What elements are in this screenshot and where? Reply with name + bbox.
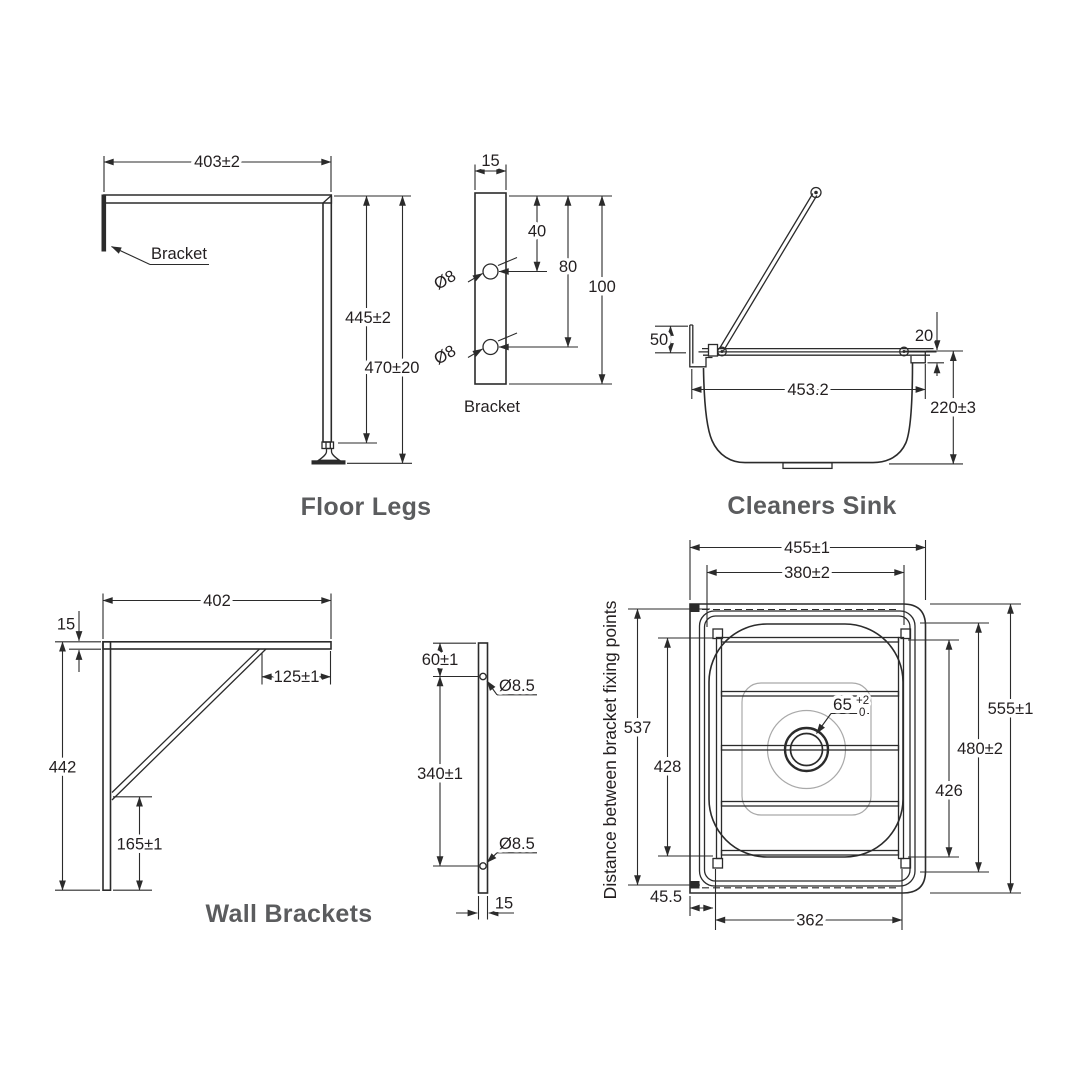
floor-legs-title: Floor Legs	[301, 493, 432, 521]
fixing-points-label: Distance between bracket fixing points	[600, 600, 620, 899]
dim-bracket-width: 15	[481, 152, 499, 170]
dim-bracket-height: 442	[49, 759, 77, 777]
sink-basin-profile	[702, 362, 914, 464]
wall-bracket-dimensions	[55, 611, 332, 891]
dim-leg-height: 445±2	[345, 309, 391, 327]
dim-bracket-length: 100	[588, 278, 616, 296]
dim-arm-length: 402	[203, 592, 231, 610]
side-hole-top-dia: Ø8.5	[499, 677, 535, 695]
wall-brackets-title: Wall Brackets	[206, 900, 373, 928]
bracket-dimensions	[474, 164, 612, 385]
drain-dim-value: 65	[833, 695, 852, 714]
floor-leg-bracket-bar	[101, 194, 107, 252]
side-hole-bottom-dia: Ø8.5	[499, 835, 535, 853]
bracket-hole-bottom	[482, 338, 499, 356]
leg-foot-cone	[316, 447, 342, 461]
leg-adjuster-nut	[321, 441, 335, 450]
rail-pivot-left	[717, 346, 727, 357]
dim-side-top-hole: 60±1	[422, 651, 459, 669]
bracket-hole-bottom-dia: Ø8	[431, 342, 459, 369]
dim-bracket-hole1: 40	[528, 223, 546, 241]
dim-brace-offset: 125±1	[274, 668, 320, 686]
dim-floor-width: 403±2	[194, 153, 240, 171]
dim-bracket-hole2: 80	[559, 258, 577, 276]
grid-tab-top-right	[900, 628, 912, 640]
floor-legs-drawing: 403±2 445±2 470±20 Bracket Floor Legs	[101, 150, 432, 521]
bracket-side-bar	[477, 642, 489, 894]
rail-hinge-plate	[707, 343, 719, 357]
bracket-plate	[474, 192, 507, 385]
drain-tol-lower: 0	[859, 707, 865, 719]
dim-depth: 220±3	[930, 399, 976, 417]
dim-overall-length: 555±1	[988, 700, 1034, 718]
dim-side-hole-spacing: 340±1	[417, 765, 463, 783]
dim-flange-length: 537	[624, 719, 652, 737]
bracket-hole-top-dia: Ø8	[431, 267, 459, 294]
wall-bracket-arm-dimension	[102, 593, 332, 639]
leg-foot-base	[311, 460, 346, 465]
sink-wall-bracket	[689, 324, 713, 368]
bracket-hole-leaders	[467, 256, 518, 358]
plan-dimensions	[628, 540, 1021, 930]
sink-right-lip	[904, 350, 926, 364]
plan-rim-inner	[703, 615, 911, 882]
dim-overall-width: 455±1	[784, 539, 830, 557]
floor-legs-height-dimensions	[334, 195, 412, 464]
floor-legs-bracket-callout	[111, 246, 209, 266]
rail-end-cap	[810, 186, 822, 199]
sink-bucket-rail	[717, 186, 909, 357]
dim-bowl-width: 453.2	[787, 381, 828, 399]
dim-overall-height: 470±20	[365, 359, 420, 377]
drain-callout	[816, 712, 869, 734]
dim-lower-offset: 165±1	[117, 836, 163, 854]
wall-bracket-brace	[111, 648, 267, 801]
bracket-hole-top	[482, 263, 499, 280]
dim-fixing-length-left: 428	[654, 758, 682, 776]
grid-tab-top-left	[712, 628, 724, 640]
dim-grid-width: 362	[796, 912, 824, 930]
dim-bracket-drop: 50	[650, 331, 668, 349]
side-hole-top	[479, 672, 487, 681]
plan-hidden-edges	[702, 608, 900, 889]
grid-tab-bottom-left	[712, 857, 724, 869]
floor-legs-width-dimension	[103, 156, 332, 192]
bracket-detail-drawing: 15 40 80 100 Ø8 Ø8 Bracket	[428, 149, 620, 420]
side-hole-bottom	[479, 862, 487, 870]
plan-flange	[689, 603, 927, 894]
sink-plan-drawing: 455±1 380±2 537 428 426 480±2 555±1 45.5…	[600, 536, 1037, 934]
plan-fixing-mark-top	[690, 604, 700, 612]
sink-drain-boss	[782, 462, 833, 470]
bracket-side-dimensions	[433, 642, 537, 920]
plan-rim-outer	[698, 610, 916, 887]
plan-grid	[712, 628, 912, 869]
sink-rim	[698, 343, 937, 357]
dim-bowl-length: 480±2	[957, 740, 1003, 758]
wall-brackets-drawing: 402 15 442 125±1 165±1 Wall Brackets	[45, 589, 373, 929]
cleaners-sink-title: Cleaners Sink	[727, 492, 896, 520]
floor-legs-structure	[101, 194, 346, 465]
dim-rim-lip: 20	[915, 327, 933, 345]
plan-drain-recess	[741, 682, 872, 816]
sink-side-dimensions	[655, 312, 963, 465]
wall-bracket-structure	[102, 640, 332, 891]
dim-corner-offset: 45.5	[650, 888, 682, 906]
bracket-detail-label: Bracket	[464, 398, 520, 416]
drain-tol-upper: +2	[856, 695, 869, 707]
wall-bracket-side-drawing: 60±1 340±1 Ø8.5 Ø8.5 15	[414, 642, 538, 920]
dim-arm-thickness: 15	[57, 616, 75, 634]
grid-tab-bottom-right	[900, 857, 912, 869]
dim-side-thickness: 15	[495, 895, 513, 913]
bracket-callout-label: Bracket	[151, 245, 207, 263]
dim-fixing-width: 380±2	[784, 564, 830, 582]
plan-bowl-opening	[708, 623, 904, 858]
plan-drain-outer	[783, 726, 830, 773]
cleaners-sink-drawing: 50 20 453.2 220±3 Cleaners Sink	[646, 186, 979, 520]
plan-drain-inner	[789, 732, 824, 767]
dim-fixing-length-right: 426	[935, 782, 963, 800]
